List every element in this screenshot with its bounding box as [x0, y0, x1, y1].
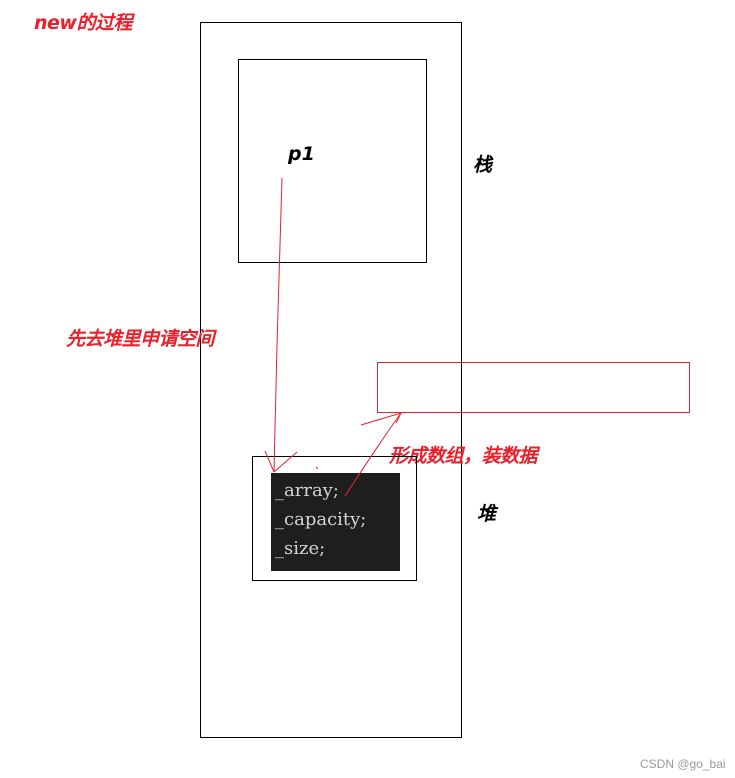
data-array-box — [377, 362, 690, 413]
diagram-title: new的过程 — [34, 12, 132, 34]
stack-frame-box — [238, 59, 427, 263]
memory-region-outline — [200, 22, 462, 738]
watermark: CSDN @go_bai — [640, 757, 726, 771]
code-line-size: _size; — [275, 538, 326, 559]
pointer-p1-label: p1 — [288, 143, 315, 165]
code-line-array: _array; — [275, 480, 339, 501]
heap-region-label: 堆 — [477, 503, 497, 525]
code-line-capacity: _capacity; — [275, 509, 367, 530]
member-code-block: _array; _capacity; _size; — [271, 473, 400, 571]
form-array-annotation: 形成数组，装数据 — [389, 445, 538, 467]
heap-object-box — [252, 456, 417, 581]
allocate-annotation: 先去堆里申请空间 — [66, 328, 215, 350]
stack-region-label: 栈 — [473, 154, 493, 176]
